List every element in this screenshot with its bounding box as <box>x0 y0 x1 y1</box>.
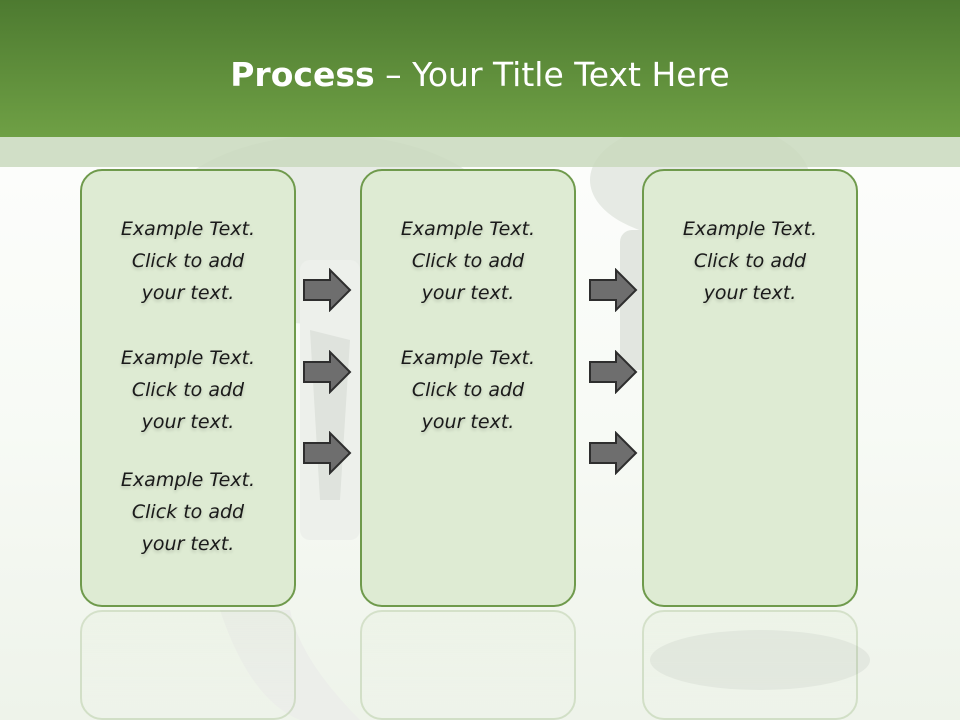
text-line: your text. <box>141 282 235 304</box>
text-placeholder[interactable]: Example Text. Click to add your text. <box>82 464 294 560</box>
title-bold-word: Process <box>230 55 375 94</box>
title-bar <box>0 0 960 137</box>
text-line: your text. <box>141 533 235 555</box>
text-line: Example Text. <box>682 218 818 240</box>
text-placeholder[interactable]: Example Text. Click to add your text. <box>362 213 574 309</box>
title-rest: – Your Title Text Here <box>374 55 730 94</box>
right-arrow-icon <box>303 350 352 394</box>
right-arrow-icon <box>589 431 638 475</box>
right-arrow-icon <box>303 431 352 475</box>
right-arrow-icon <box>589 350 638 394</box>
slide-title[interactable]: Process – Your Title Text Here <box>0 52 960 98</box>
text-line: your text. <box>141 411 235 433</box>
text-line: Example Text. <box>400 218 536 240</box>
text-placeholder[interactable]: Example Text. Click to add your text. <box>362 342 574 438</box>
text-line: your text. <box>421 411 515 433</box>
title-underband <box>0 137 960 167</box>
text-line: Example Text. <box>120 469 256 491</box>
text-line: Click to add <box>131 501 245 523</box>
text-line: your text. <box>421 282 515 304</box>
box-reflection-2 <box>360 610 576 720</box>
text-line: Example Text. <box>120 347 256 369</box>
text-line: Example Text. <box>400 347 536 369</box>
text-line: Example Text. <box>120 218 256 240</box>
right-arrow-icon <box>589 268 638 312</box>
text-line: Click to add <box>131 250 245 272</box>
text-placeholder[interactable]: Example Text. Click to add your text. <box>82 213 294 309</box>
text-placeholder[interactable]: Example Text. Click to add your text. <box>644 213 856 309</box>
process-box-2[interactable]: Example Text. Click to add your text. Ex… <box>360 169 576 607</box>
box-reflection-1 <box>80 610 296 720</box>
box-reflection-3 <box>642 610 858 720</box>
process-box-1[interactable]: Example Text. Click to add your text. Ex… <box>80 169 296 607</box>
text-line: Click to add <box>411 250 525 272</box>
text-line: Click to add <box>693 250 807 272</box>
process-box-3[interactable]: Example Text. Click to add your text. <box>642 169 858 607</box>
text-line: Click to add <box>131 379 245 401</box>
right-arrow-icon <box>303 268 352 312</box>
text-placeholder[interactable]: Example Text. Click to add your text. <box>82 342 294 438</box>
text-line: your text. <box>703 282 797 304</box>
text-line: Click to add <box>411 379 525 401</box>
